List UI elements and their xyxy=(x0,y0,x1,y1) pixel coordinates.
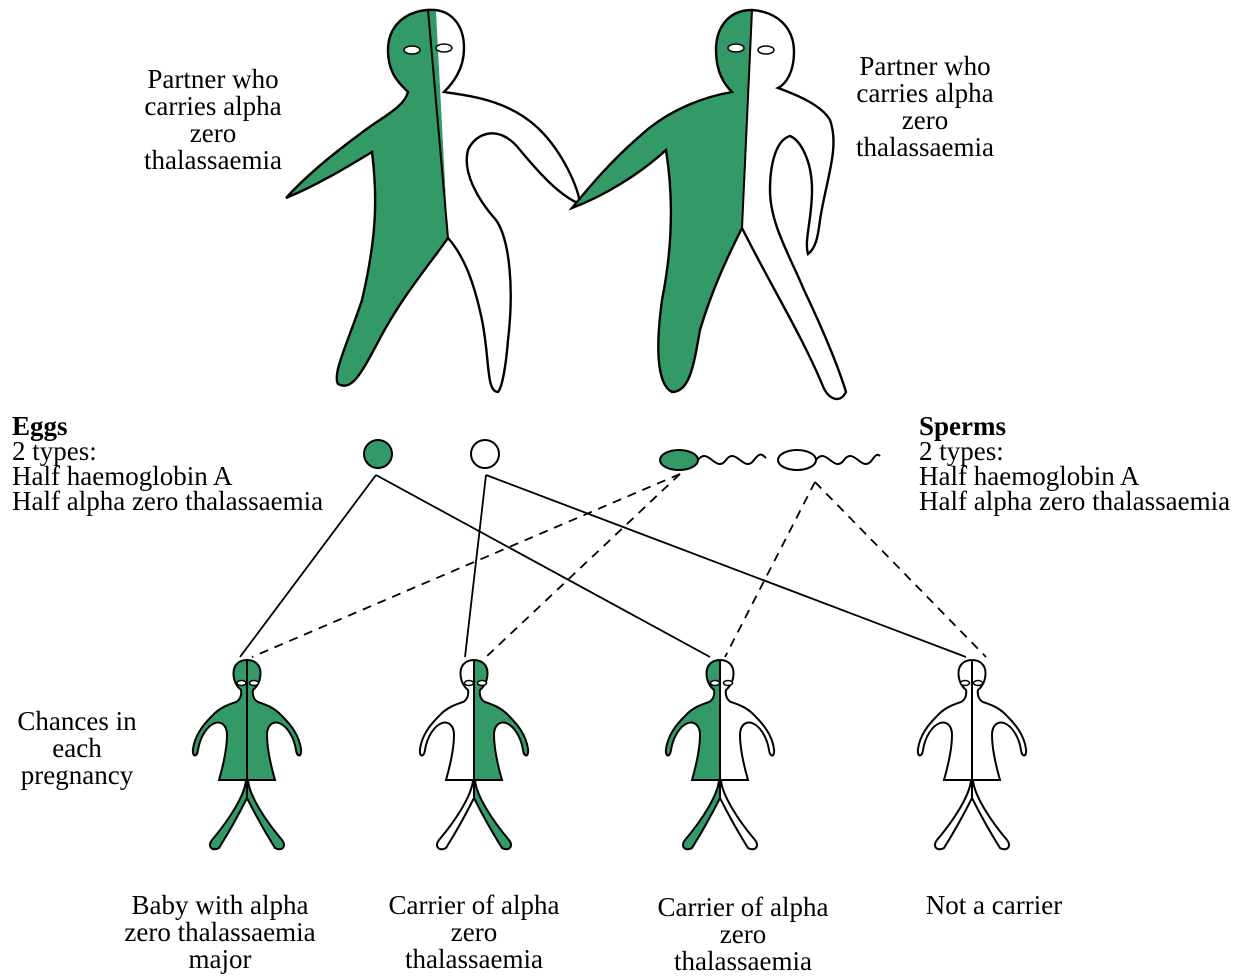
child-1-label-line: major xyxy=(110,946,330,973)
sperm-lines xyxy=(252,474,986,657)
parent-right-label-line: zero xyxy=(824,107,1026,134)
eggs-line: Half alpha zero thalassaemia xyxy=(12,489,323,514)
child-3-label: Carrier of alpha zero thalassaemia xyxy=(633,894,853,975)
child-1-label-line: zero thalassaemia xyxy=(110,919,330,946)
child-1-label-line: Baby with alpha xyxy=(110,892,330,919)
child-4-label-line: Not a carrier xyxy=(884,892,1104,919)
sperms-line: Half alpha zero thalassaemia xyxy=(919,489,1230,514)
child-figure-carrier-1 xyxy=(420,660,528,849)
eggs-legend: Eggs 2 types: Half haemoglobin A Half al… xyxy=(12,414,323,514)
parent-right-label-line: thalassaemia xyxy=(824,134,1026,161)
parent-left-label-line: thalassaemia xyxy=(112,147,314,174)
parent-right-label-line: carries alpha xyxy=(824,80,1026,107)
parent-figure-right xyxy=(572,10,846,399)
sperm-normal xyxy=(778,450,880,470)
child-2-label: Carrier of alpha zero thalassaemia xyxy=(364,892,584,973)
chances-label-line: each xyxy=(2,735,152,762)
child-2-label-line: zero xyxy=(364,919,584,946)
child-3-label-line: Carrier of alpha xyxy=(633,894,853,921)
child-figure-affected xyxy=(193,660,301,849)
child-2-label-line: Carrier of alpha xyxy=(364,892,584,919)
parent-right-label: Partner who carries alpha zero thalassae… xyxy=(824,53,1026,161)
egg-lines xyxy=(240,475,966,657)
chances-label: Chances in each pregnancy xyxy=(2,708,152,789)
child-4-label: Not a carrier xyxy=(884,892,1104,919)
parent-figure-left xyxy=(286,10,580,392)
parent-left-label-line: carries alpha xyxy=(112,93,314,120)
chances-label-line: Chances in xyxy=(2,708,152,735)
parent-right-label-line: Partner who xyxy=(824,53,1026,80)
sperms-legend: Sperms 2 types: Half haemoglobin A Half … xyxy=(919,414,1230,514)
parent-left-label: Partner who carries alpha zero thalassae… xyxy=(112,66,314,174)
child-figure-not-carrier xyxy=(918,660,1026,849)
chances-label-line: pregnancy xyxy=(2,762,152,789)
sperm-affected xyxy=(660,450,766,470)
child-1-label: Baby with alpha zero thalassaemia major xyxy=(110,892,330,973)
child-3-label-line: thalassaemia xyxy=(633,948,853,975)
child-3-label-line: zero xyxy=(633,921,853,948)
child-figure-carrier-2 xyxy=(666,660,774,849)
parent-left-label-line: zero xyxy=(112,120,314,147)
child-2-label-line: thalassaemia xyxy=(364,946,584,973)
parent-left-label-line: Partner who xyxy=(112,66,314,93)
egg-affected xyxy=(364,440,392,468)
egg-normal xyxy=(471,440,499,468)
